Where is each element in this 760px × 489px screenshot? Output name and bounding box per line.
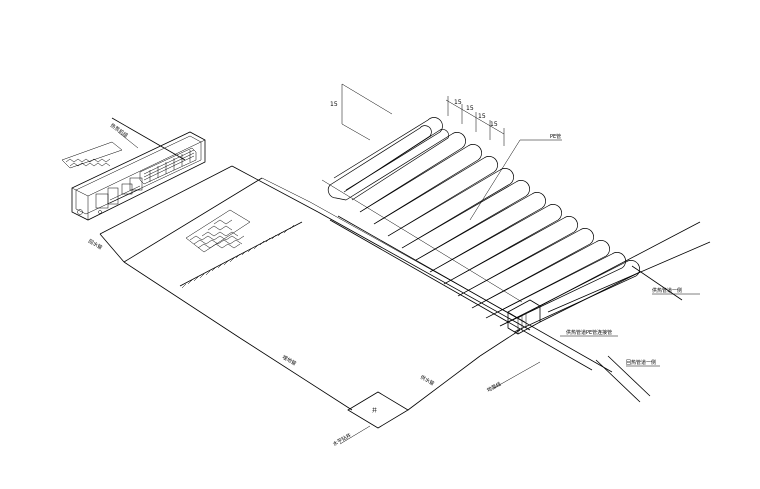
pipe-coil-label: PE管 — [550, 133, 561, 140]
dimension-top-3: 15 — [478, 113, 486, 120]
ground-area — [123, 221, 353, 411]
right-middle-label: 供热管道PE管连接管 — [566, 329, 612, 336]
right-upper-label: 供热管道一侧 — [652, 287, 682, 294]
right-pipes — [539, 221, 711, 403]
well-label: 井 — [372, 407, 377, 414]
manifold — [507, 299, 541, 335]
dimension-top-4: 15 — [490, 121, 498, 128]
supply-pipe-label: 供水管 — [419, 374, 436, 388]
dimension-top-2: 15 — [466, 105, 474, 112]
equipment-leader — [117, 131, 139, 149]
coil-leader — [469, 139, 521, 221]
pipe-coil-field — [321, 117, 640, 333]
ground-line-leader — [493, 361, 541, 389]
hatch-patch-upper — [61, 141, 123, 169]
return-pipe-label: 回水管 — [87, 238, 104, 252]
right-lower-label: 回热管道一侧 — [626, 359, 656, 366]
buried-pipe-label: 埋地管 — [281, 354, 298, 368]
dimension-top: 15 15 15 15 — [445, 96, 505, 146]
well-note: 水平钻井 — [332, 432, 353, 448]
hatch-patch-middle — [185, 209, 251, 253]
equipment-room — [71, 131, 206, 221]
equipment-label: 热泵机组 — [109, 122, 129, 139]
ground-line-label: 地面线 — [486, 381, 503, 394]
dimension-left: 15 — [330, 83, 393, 141]
dimension-left-label: 15 — [330, 101, 338, 108]
dimension-top-1: 15 — [454, 99, 462, 106]
pipe-trench — [99, 117, 613, 373]
